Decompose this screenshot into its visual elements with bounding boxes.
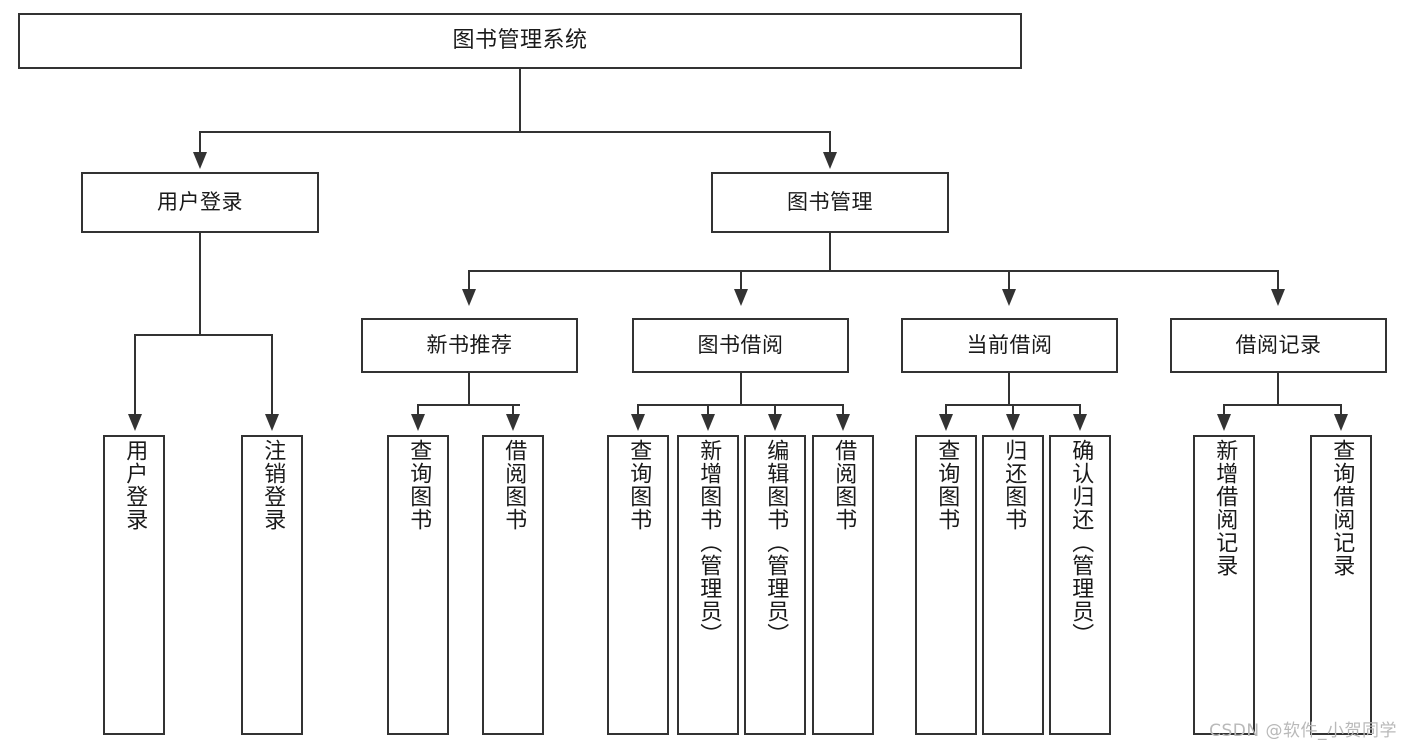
connector-root-stem	[519, 69, 521, 132]
node-label: 确认归还（管理员）	[1068, 439, 1094, 646]
node-label: 当前借阅	[966, 333, 1053, 358]
connector-book-borrow-c2	[707, 404, 709, 416]
leaf-borrow-book-recommend[interactable]: 借阅图书	[482, 435, 544, 735]
arrow-to-current-borrow	[1002, 289, 1016, 306]
connector-book-borrow-c3	[774, 404, 776, 416]
node-new-book-recommend[interactable]: 新书推荐	[361, 318, 578, 373]
connector-new-book-c2	[512, 404, 514, 416]
node-label: 查询图书	[934, 439, 960, 531]
arrow-new-book-c2	[506, 414, 520, 431]
connector-user-login-bar	[134, 334, 273, 336]
leaf-borrow-book[interactable]: 借阅图书	[812, 435, 874, 735]
connector-root-to-user-login	[199, 131, 201, 155]
node-label: 查询借阅记录	[1329, 439, 1355, 577]
arrow-to-new-book	[462, 289, 476, 306]
node-label: 用户登录	[122, 439, 148, 531]
connector-borrow-record-stem	[1277, 373, 1279, 406]
leaf-return-book[interactable]: 归还图书	[982, 435, 1044, 735]
node-user-login[interactable]: 用户登录	[81, 172, 319, 233]
watermark: CSDN @软件_小贺同学	[1209, 721, 1397, 741]
connector-to-borrow-record	[1277, 270, 1279, 291]
node-root-system[interactable]: 图书管理系统	[18, 13, 1022, 69]
leaf-add-borrow-record[interactable]: 新增借阅记录	[1193, 435, 1255, 735]
connector-new-book-c1	[417, 404, 419, 416]
connector-book-mgmt-bar	[468, 270, 1279, 272]
node-label: 图书管理	[787, 190, 873, 215]
arrow-book-borrow-c4	[836, 414, 850, 431]
connector-borrow-record-bar	[1223, 404, 1342, 406]
connector-user-login-stem	[199, 233, 201, 336]
leaf-user-login[interactable]: 用户登录	[103, 435, 165, 735]
leaf-query-book-recommend[interactable]: 查询图书	[387, 435, 449, 735]
connector-current-borrow-c2	[1012, 404, 1014, 416]
node-label: 图书管理系统	[452, 28, 588, 54]
connector-book-borrow-stem	[740, 373, 742, 406]
node-borrow-record[interactable]: 借阅记录	[1170, 318, 1387, 373]
connector-borrow-record-c2	[1340, 404, 1342, 416]
connector-to-current-borrow	[1008, 270, 1010, 291]
arrow-to-book-mgmt	[823, 152, 837, 169]
connector-root-bar	[199, 131, 831, 133]
connector-user-login-right	[271, 334, 273, 416]
node-label: 借阅图书	[831, 439, 857, 531]
arrow-borrow-record-c2	[1334, 414, 1348, 431]
leaf-edit-book-admin[interactable]: 编辑图书（管理员）	[744, 435, 806, 735]
connector-borrow-record-c1	[1223, 404, 1225, 416]
arrow-current-borrow-c1	[939, 414, 953, 431]
node-label: 用户登录	[157, 190, 243, 215]
arrow-borrow-record-c1	[1217, 414, 1231, 431]
node-label: 编辑图书（管理员）	[763, 439, 789, 646]
connector-to-new-book	[468, 270, 470, 291]
arrow-to-user-login	[193, 152, 207, 169]
arrow-to-borrow-record	[1271, 289, 1285, 306]
arrow-current-borrow-c2	[1006, 414, 1020, 431]
connector-new-book-bar	[417, 404, 520, 406]
connector-root-to-book-mgmt	[829, 131, 831, 155]
connector-current-borrow-c3	[1079, 404, 1081, 416]
connector-book-borrow-c1	[637, 404, 639, 416]
arrow-to-leaf-user-login	[128, 414, 142, 431]
arrow-book-borrow-c1	[631, 414, 645, 431]
node-label: 注销登录	[260, 439, 286, 531]
connector-current-borrow-stem	[1008, 373, 1010, 406]
node-label: 新增图书（管理员）	[696, 439, 722, 646]
node-book-management[interactable]: 图书管理	[711, 172, 949, 233]
arrow-current-borrow-c3	[1073, 414, 1087, 431]
leaf-query-borrow-record[interactable]: 查询借阅记录	[1310, 435, 1372, 735]
connector-user-login-left	[134, 334, 136, 416]
connector-book-mgmt-stem	[829, 233, 831, 271]
node-label: 查询图书	[626, 439, 652, 531]
node-label: 新增借阅记录	[1212, 439, 1238, 577]
node-label: 归还图书	[1001, 439, 1027, 531]
node-label: 图书借阅	[697, 333, 784, 358]
connector-book-borrow-c4	[842, 404, 844, 416]
node-label: 新书推荐	[426, 333, 513, 358]
node-book-borrow[interactable]: 图书借阅	[632, 318, 849, 373]
node-current-borrow[interactable]: 当前借阅	[901, 318, 1118, 373]
arrow-to-book-borrow	[734, 289, 748, 306]
connector-book-borrow-bar	[637, 404, 843, 406]
leaf-add-book-admin[interactable]: 新增图书（管理员）	[677, 435, 739, 735]
leaf-query-book-current[interactable]: 查询图书	[915, 435, 977, 735]
node-label: 借阅图书	[501, 439, 527, 531]
connector-new-book-stem	[468, 373, 470, 406]
leaf-logout[interactable]: 注销登录	[241, 435, 303, 735]
leaf-confirm-return-admin[interactable]: 确认归还（管理员）	[1049, 435, 1111, 735]
node-label: 查询图书	[406, 439, 432, 531]
node-label: 借阅记录	[1235, 333, 1322, 358]
connector-to-book-borrow	[740, 270, 742, 291]
arrow-book-borrow-c3	[768, 414, 782, 431]
arrow-book-borrow-c2	[701, 414, 715, 431]
arrow-new-book-c1	[411, 414, 425, 431]
leaf-query-book-borrow[interactable]: 查询图书	[607, 435, 669, 735]
connector-current-borrow-c1	[945, 404, 947, 416]
arrow-to-leaf-logout	[265, 414, 279, 431]
